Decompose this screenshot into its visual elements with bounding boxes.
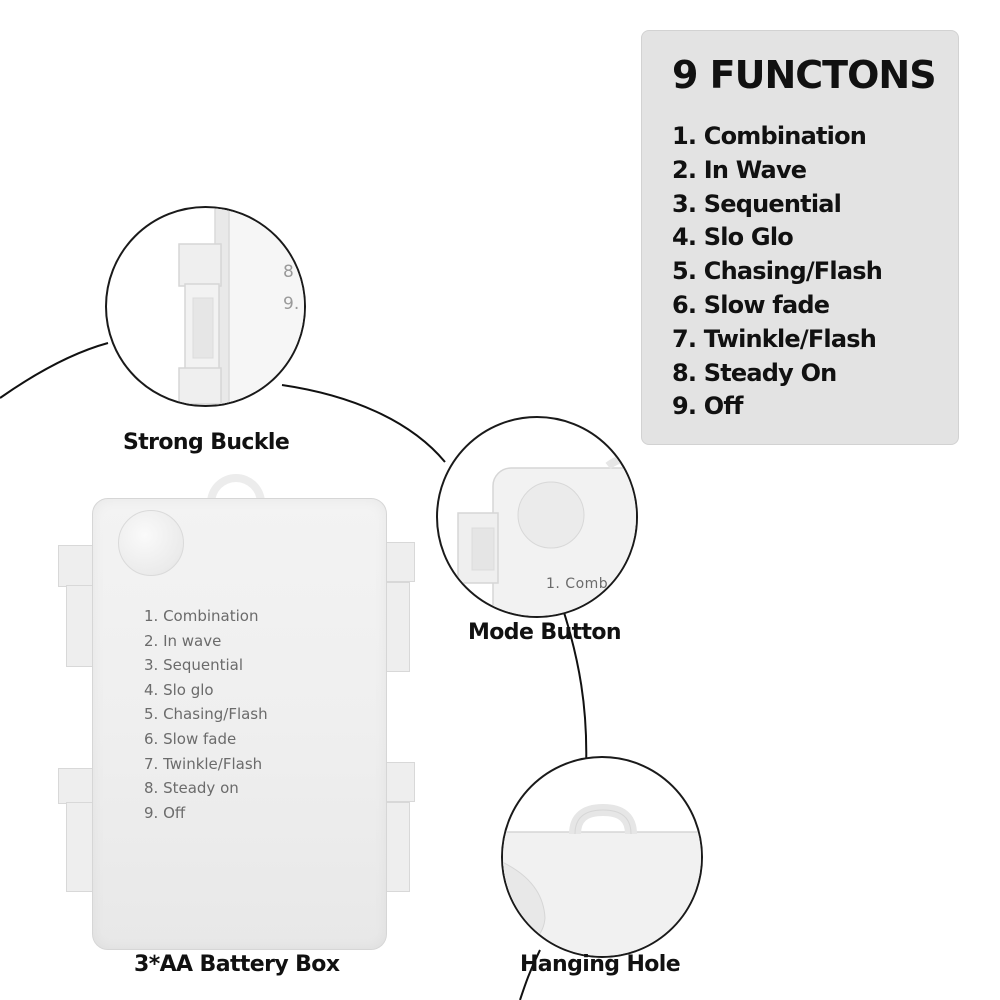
function-item: 7. Twinkle/Flash (672, 324, 877, 353)
box-function-item: 6. Slow fade (144, 729, 237, 748)
mode-to-hanging-curve (559, 599, 588, 771)
box-function-item: 9. Off (144, 803, 186, 822)
function-item: 2. In Wave (672, 155, 807, 184)
buckle-right-bottom (383, 762, 415, 802)
buckle-right-top (383, 542, 415, 582)
box-function-item: 5. Chasing/Flash (144, 705, 268, 724)
function-item: 9. Off (672, 392, 743, 421)
buckle-detail-image (178, 208, 304, 405)
box-function-item: 4. Slo glo (144, 680, 214, 699)
buckle-curve-left (0, 342, 109, 399)
buckle-zoom-digit-9: 9. (283, 294, 300, 314)
function-item: 8. Steady On (672, 358, 837, 387)
box-function-item: 1. Combination (144, 607, 259, 625)
buckle-left-top (58, 545, 98, 587)
mode-button-zoom-circle: 1. Comb (436, 416, 638, 618)
mode-button-detail-image (457, 454, 636, 616)
box-function-item: 8. Steady on (144, 779, 239, 798)
function-item: 6. Slow fade (672, 290, 830, 319)
buckle-to-mode-curve (281, 384, 446, 463)
functions-list: 1. Combination 2. In Wave 3. Sequential … (672, 120, 883, 424)
buckle-left-top-inner (66, 585, 94, 667)
hanging-hole-detail-image (503, 803, 701, 956)
hanging-hole (207, 474, 265, 508)
hanging-hole-label: Hanging Hole (520, 952, 681, 977)
box-function-item: 7. Twinkle/Flash (144, 754, 263, 773)
functions-panel: 9 FUNCTONS 1. Combination 2. In Wave 3. … (641, 30, 959, 445)
mode-button-label: Mode Button (468, 620, 622, 645)
buckle-right-bottom-inner (386, 802, 410, 892)
function-item: 3. Sequential (672, 189, 842, 218)
buckle-left-bottom-inner (66, 802, 94, 892)
strong-buckle-label: Strong Buckle (123, 430, 290, 455)
box-function-item: 3. Sequential (144, 656, 244, 675)
buckle-left-bottom (58, 768, 98, 804)
box-function-item: 2. In wave (144, 631, 222, 650)
panel-title: 9 FUNCTONS (672, 53, 937, 97)
function-item: 4. Slo Glo (672, 223, 794, 252)
mode-zoom-text: 1. Comb (546, 576, 609, 592)
buckle-zoom-digit-8: 8 (283, 262, 294, 282)
hanging-hole-zoom-circle (501, 756, 703, 958)
buckle-right-top-inner (386, 582, 410, 672)
buckle-zoom-circle: 8 9. (105, 206, 306, 407)
mode-button (118, 510, 184, 576)
function-item: 5. Chasing/Flash (672, 257, 883, 286)
function-item: 1. Combination (672, 122, 867, 150)
battery-box-label: 3*AA Battery Box (134, 952, 340, 977)
battery-box-function-label: 1. Combination 2. In wave 3. Sequential … (144, 604, 268, 825)
